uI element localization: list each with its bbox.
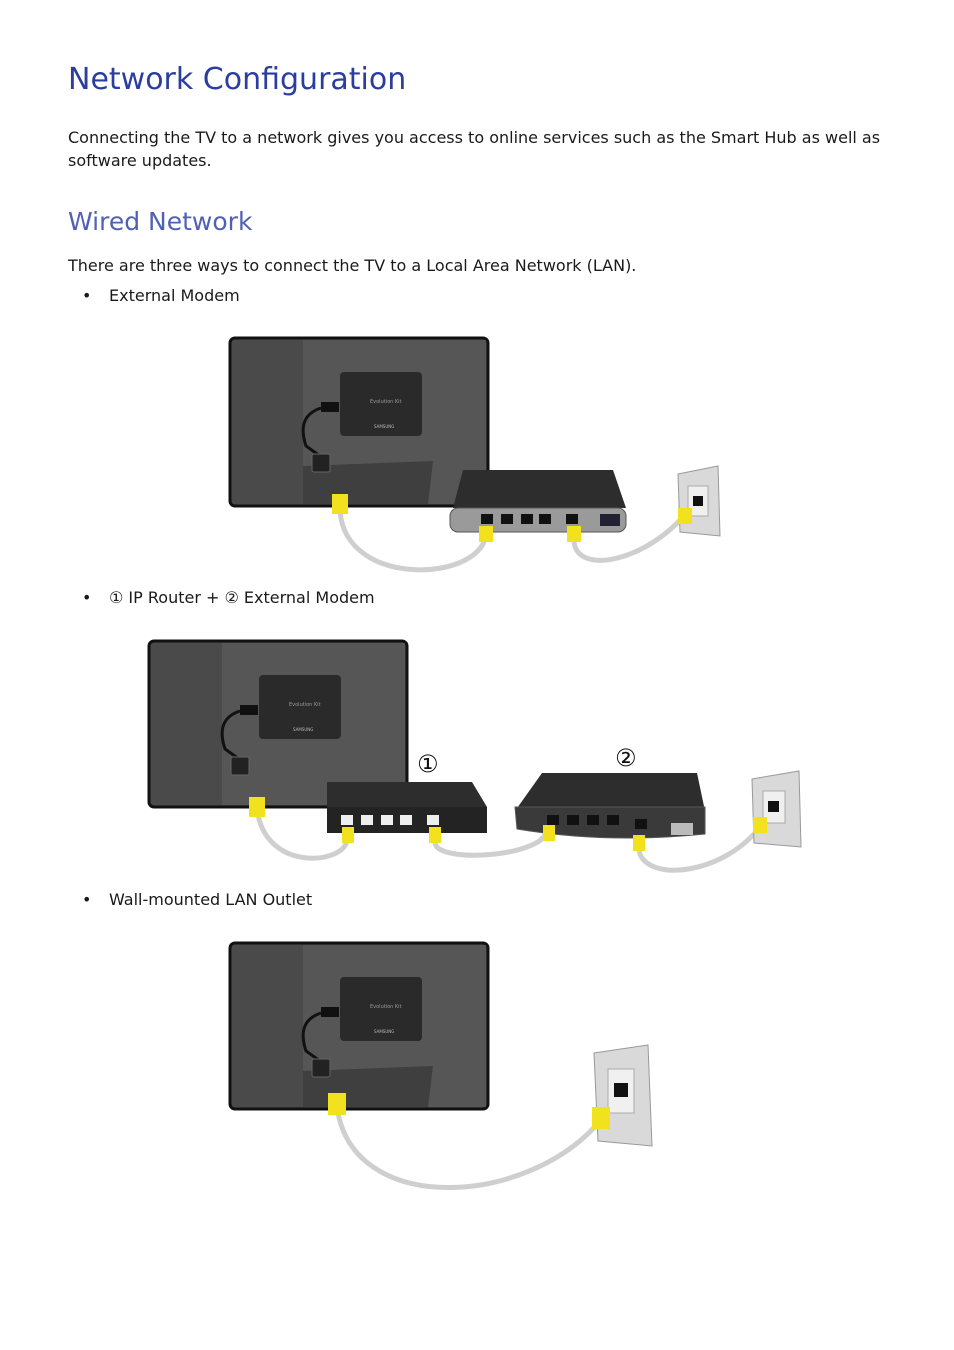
router-lan-port-icon [381,815,393,825]
kit-usb-plug [321,402,339,412]
lan-plug-icon [753,817,767,833]
kit-usb-plug [240,705,258,715]
figure-router-modem: Evolution Kit SAMSUNG ① ② [147,639,802,873]
modem-body [515,773,705,811]
figure-wall-outlet: Evolution Kit SAMSUNG [228,941,653,1190]
router-lan-port-icon [341,815,353,825]
wan-port-icon [635,819,647,829]
bullet-external-modem: • External Modem [82,286,240,305]
lan-port-icon [521,514,533,524]
kit-lan-adapter [230,756,250,776]
kit-usb-plug [321,1007,339,1017]
lan-cable-modem-wall [571,509,690,563]
wall-port-icon [614,1083,628,1097]
callout-modem: ② [615,744,637,772]
callout-router: ① [417,750,439,778]
lan-cable-modem-wall [636,822,765,873]
lan-plug-icon [479,526,493,542]
bullet-label: Wall-mounted LAN Outlet [109,890,313,909]
lan-port-icon [587,815,599,825]
kit-lan-adapter [311,1058,331,1078]
evolution-kit-box [340,372,422,436]
lan-plug-icon [429,827,441,843]
lan-plug-icon [249,797,265,817]
lan-port-icon [567,815,579,825]
router-lan-port-icon [400,815,412,825]
kit-label: Evolution Kit [289,702,321,708]
wall-port-icon [693,496,703,506]
wired-intro: There are three ways to connect the TV t… [68,256,637,275]
lan-plug-icon [567,526,581,542]
kit-brand: SAMSUNG [293,727,313,732]
kit-brand: SAMSUNG [374,1029,394,1034]
kit-label: Evolution Kit [370,399,402,405]
lan-port-icon [501,514,513,524]
lan-port-icon [539,514,551,524]
lan-cable-tv-wall [335,1112,602,1190]
kit-label: Evolution Kit [370,1004,402,1010]
evolution-kit-box [259,675,341,739]
lan-port-icon [481,514,493,524]
power-switch-icon [671,823,693,835]
lan-plug-icon [342,827,354,843]
intro-paragraph: Connecting the TV to a network gives you… [68,128,881,170]
modem-front-panel [449,507,627,533]
modem-body [453,470,626,508]
lan-plug-icon [592,1107,610,1129]
bullet-dot: • [82,588,92,607]
kit-usb-cable [301,1011,322,1063]
lan-cable-tv-router [254,808,350,861]
lan-port-icon [547,815,559,825]
kit-brand: SAMSUNG [374,424,394,429]
lan-plug-icon [633,835,645,851]
lan-plug-icon [328,1093,346,1115]
router-lan-port-icon [361,815,373,825]
tv-stand-recess [303,461,433,504]
wan-port-icon [566,514,578,524]
bullet-label: External Modem [109,286,240,305]
bullet-label: ① IP Router + ② External Modem [109,588,375,607]
lan-cable-tv-modem [337,510,489,573]
section-heading-wired-network: Wired Network [68,207,253,236]
kit-usb-cable [220,709,241,761]
bullet-router-modem: • ① IP Router + ② External Modem [82,588,375,607]
bullet-dot: • [82,890,92,909]
evolution-kit-box [340,977,422,1041]
power-switch-icon [600,514,620,526]
kit-lan-adapter [311,453,331,473]
lan-plug-icon [543,825,555,841]
lan-cable-router-modem [432,828,550,858]
figure-external-modem: Evolution Kit SAMSUNG [228,336,721,573]
lan-port-icon [607,815,619,825]
bullet-wall-lan-outlet: • Wall-mounted LAN Outlet [82,890,312,909]
bullet-dot: • [82,286,92,305]
lan-plug-icon [332,494,348,514]
router-top [327,782,487,807]
lan-plug-icon [678,508,692,524]
router-wan-port-icon [427,815,439,825]
kit-usb-cable [301,406,322,458]
page-title: Network Configuration [68,62,407,97]
wall-port-icon [768,801,779,812]
